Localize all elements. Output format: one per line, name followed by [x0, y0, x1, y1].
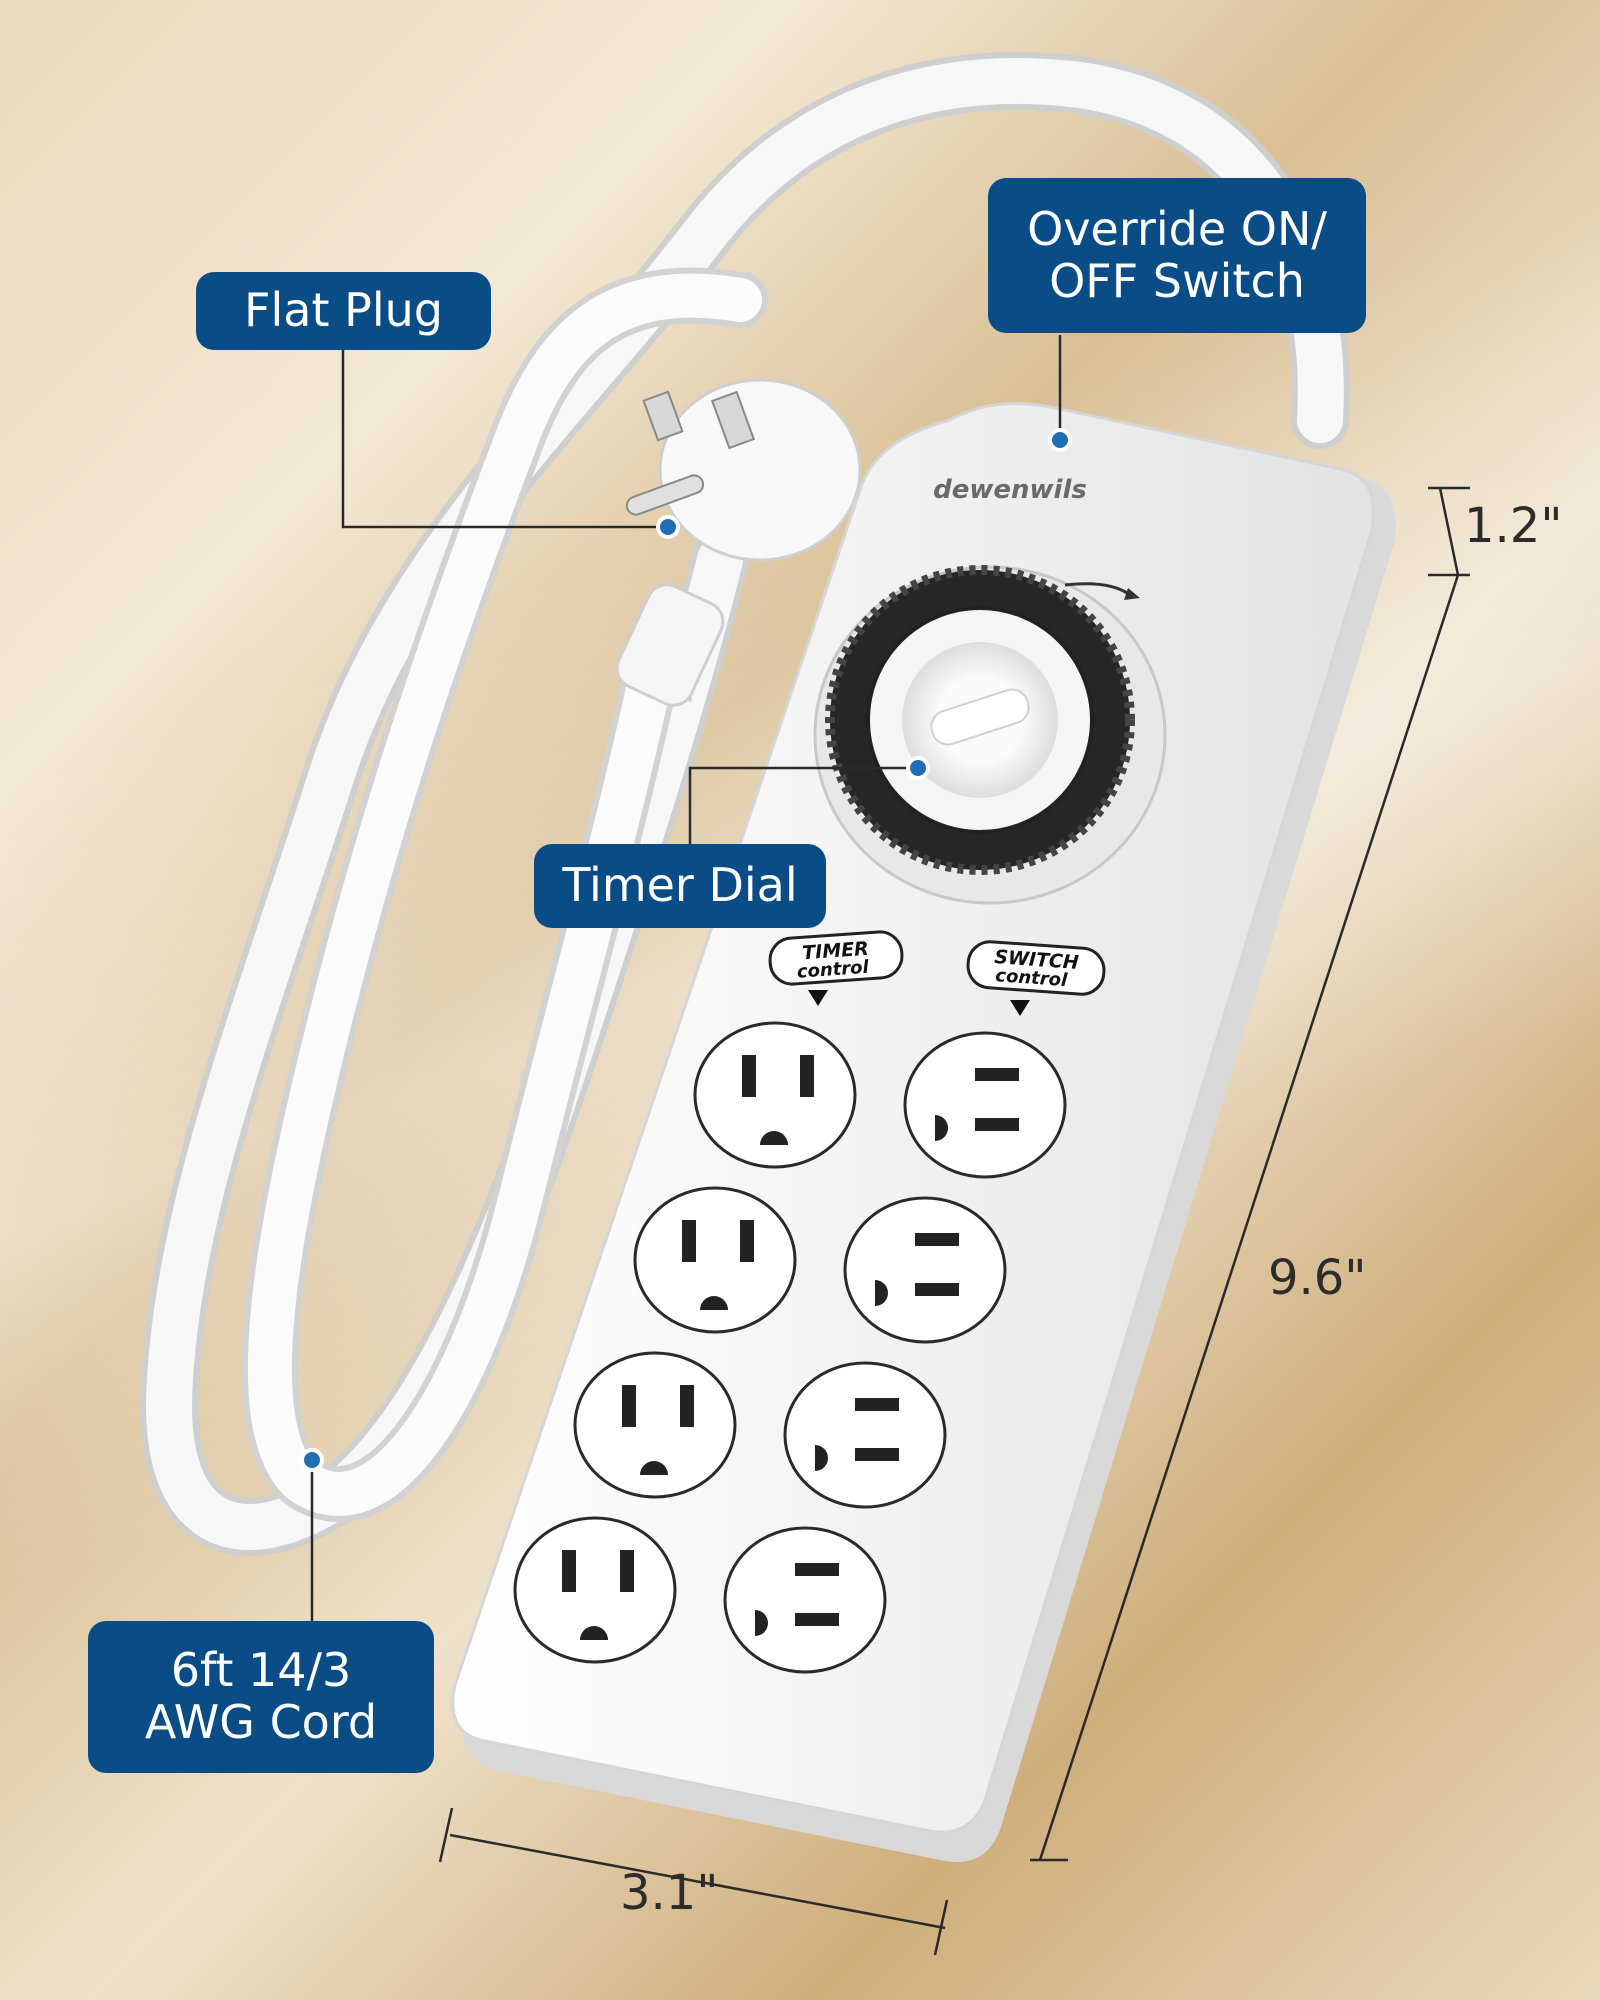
- outlet-switch-2: [843, 1196, 1007, 1344]
- outlet-switch-3: [783, 1361, 947, 1509]
- outlet-timer-1: [693, 1021, 857, 1169]
- brand-logo: dewenwils: [933, 475, 1087, 505]
- length-dimension-label: 9.6": [1268, 1250, 1367, 1306]
- cord-callout: 6ft 14/3 AWG Cord: [88, 1621, 434, 1773]
- cord-label-line1: 6ft 14/3: [170, 1643, 352, 1698]
- timer-dial-callout: Timer Dial: [534, 844, 826, 928]
- height-dimension-label: 1.2": [1464, 498, 1563, 554]
- override-switch-callout: Override ON/ OFF Switch: [988, 178, 1366, 333]
- power-cord: [140, 51, 1350, 1556]
- cord-dot: [300, 1448, 324, 1472]
- flat-plug: [615, 378, 862, 707]
- outlet-timer-2: [633, 1186, 797, 1334]
- timer-dial[interactable]: [813, 565, 1167, 905]
- outlet-group: [513, 1021, 1067, 1674]
- override-switch-label-line1: Override ON/: [1027, 201, 1327, 256]
- outlet-timer-3: [573, 1351, 737, 1499]
- dimension-lines: [438, 486, 1470, 1956]
- outlet-switch-4: [723, 1526, 887, 1674]
- cord-label-line2: AWG Cord: [144, 1695, 378, 1749]
- flat-plug-dot: [656, 515, 680, 539]
- override-switch-label-line2: OFF Switch: [1049, 253, 1305, 308]
- switch-dot: [1048, 428, 1072, 452]
- timer-dial-dot: [906, 756, 930, 780]
- outlet-timer-4: [513, 1516, 677, 1664]
- timer-control-label: TIMER control: [768, 930, 904, 1006]
- timer-dial-label: Timer Dial: [562, 858, 798, 913]
- switch-control-label: SWITCH control: [966, 940, 1106, 1016]
- timer-label-line1: TIMER: [802, 938, 870, 965]
- switch-label-line2: control: [995, 965, 1069, 991]
- timer-label-line2: control: [796, 957, 870, 983]
- flat-plug-callout: Flat Plug: [196, 272, 491, 350]
- flat-plug-label: Flat Plug: [244, 283, 443, 338]
- outlet-switch-1: [903, 1031, 1067, 1179]
- leader-dots: [300, 428, 1072, 1472]
- leader-lines: [310, 335, 1062, 1628]
- width-dimension-label: 3.1": [620, 1865, 719, 1921]
